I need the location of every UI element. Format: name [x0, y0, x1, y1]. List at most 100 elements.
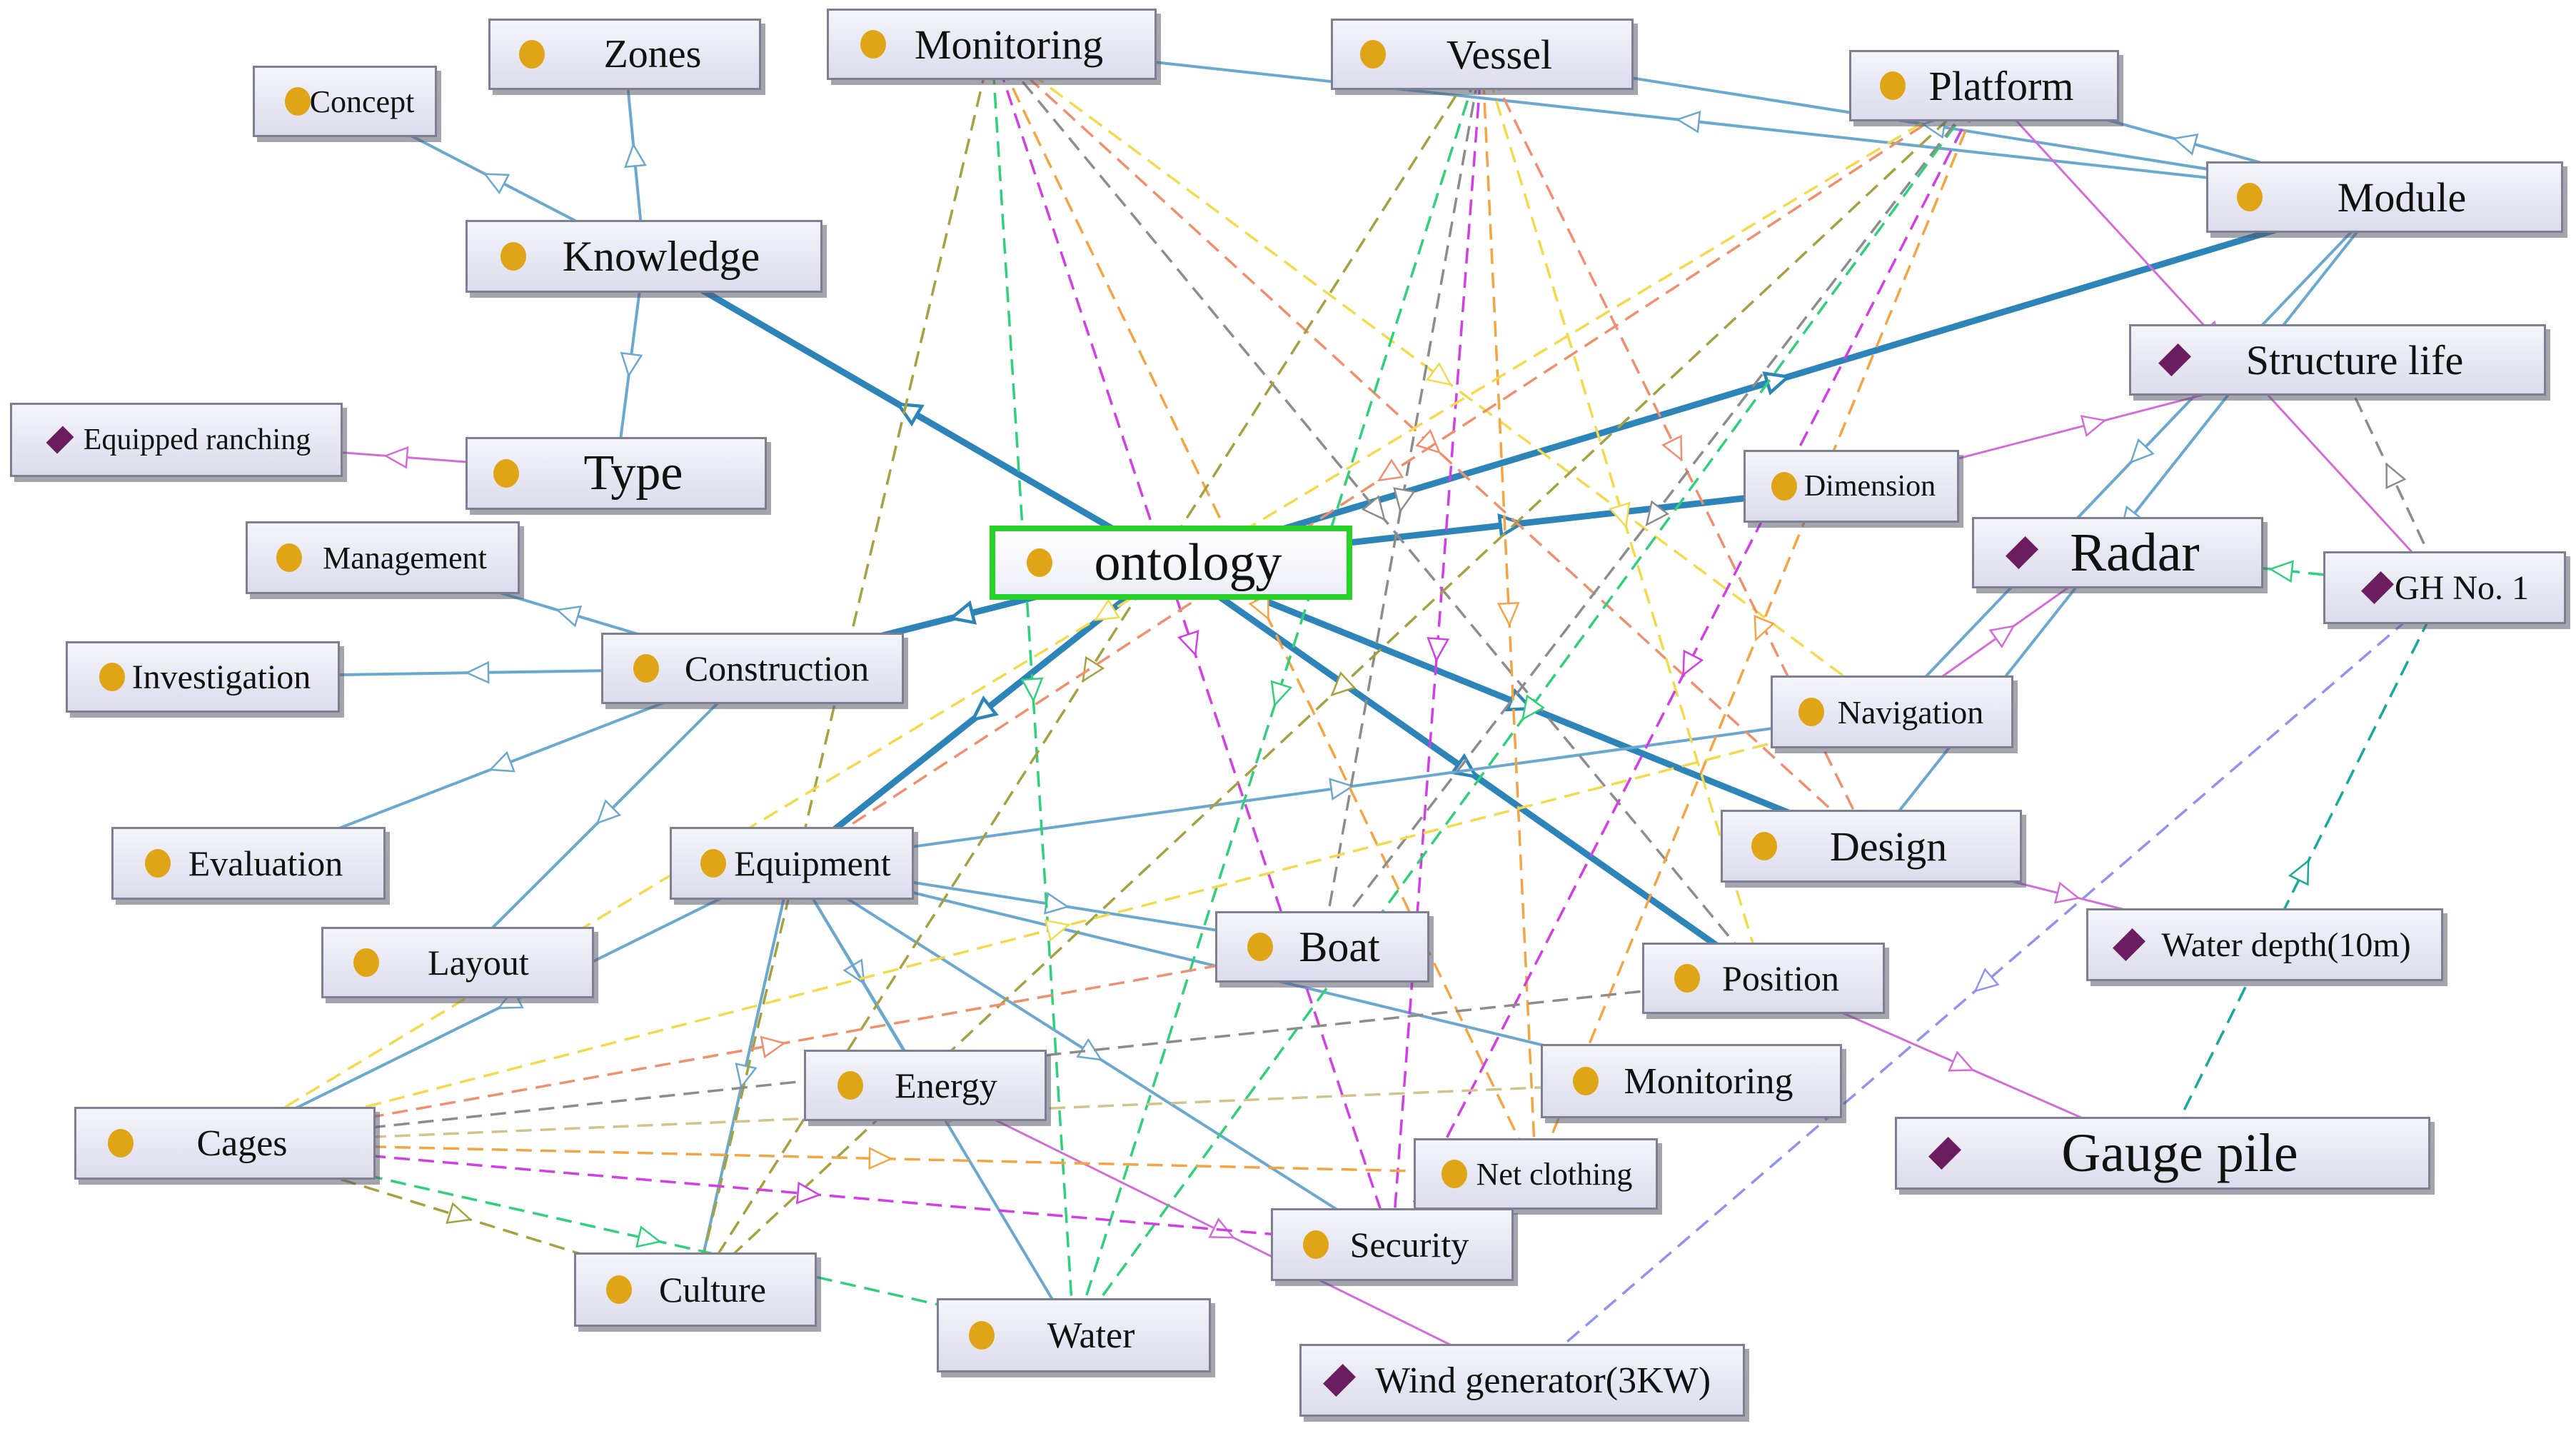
arrowhead-cages-net_clothing	[868, 1147, 893, 1170]
class-icon	[1771, 472, 1797, 501]
arrowhead-vessel-design	[1661, 434, 1683, 462]
class-icon	[99, 663, 125, 691]
arrowhead-vessel-net_clothing	[1496, 602, 1520, 627]
class-icon	[1751, 832, 1777, 860]
node-gh-no1[interactable]: GH No. 1	[2323, 551, 2566, 624]
class-icon	[1880, 71, 1906, 100]
node-label: Construction	[684, 648, 870, 688]
node-label: Zones	[603, 32, 702, 76]
node-water-depth[interactable]: Water depth(10m)	[2086, 908, 2443, 981]
node-navigation[interactable]: Navigation	[1771, 676, 2013, 748]
node-energy[interactable]: Energy	[804, 1050, 1047, 1121]
node-label: Investigation	[131, 658, 311, 696]
edge-vessel-water	[1072, 54, 1484, 1336]
node-zones[interactable]: Zones	[488, 19, 761, 90]
node-boat[interactable]: Boat	[1215, 911, 1429, 983]
node-vessel[interactable]: Vessel	[1331, 19, 1634, 90]
node-label: Navigation	[1837, 693, 1984, 730]
arrowhead-vessel-security	[1427, 637, 1450, 663]
node-equipment[interactable]: Equipment	[670, 827, 914, 900]
node-label: Security	[1349, 1225, 1469, 1265]
node-investigation[interactable]: Investigation	[66, 641, 340, 713]
node-gauge-pile[interactable]: Gauge pile	[1895, 1117, 2430, 1190]
node-layout[interactable]: Layout	[321, 927, 594, 998]
arrowhead-ontology-knowledge	[895, 402, 925, 427]
node-platform[interactable]: Platform	[1849, 50, 2119, 121]
node-label: Cages	[196, 1123, 288, 1164]
arrowhead-construction-layout	[595, 799, 622, 825]
node-radar[interactable]: Radar	[1972, 517, 2263, 588]
edge-vessel-boat	[1321, 54, 1484, 948]
edge-monitoring_top-net_clothing	[990, 44, 1537, 1175]
arrowhead-gauge_pile-gh_no1	[2288, 858, 2310, 886]
class-icon	[1798, 698, 1824, 726]
arrowhead-equipment-cages	[496, 988, 524, 1009]
arrowhead-monitoring_top-position	[1361, 495, 1386, 521]
node-management[interactable]: Management	[246, 521, 520, 594]
node-security[interactable]: Security	[1271, 1208, 1514, 1281]
arrowhead-platform-boat	[1645, 500, 1670, 527]
node-structure-life[interactable]: Structure life	[2129, 324, 2546, 396]
arrowhead-module-monitoring_top	[1675, 110, 1701, 134]
class-icon	[145, 849, 171, 878]
node-position[interactable]: Position	[1642, 943, 1885, 1014]
class-icon	[500, 242, 526, 271]
class-icon	[1027, 548, 1052, 577]
arrowhead-gh_no1-wind_generator	[1973, 968, 2000, 993]
node-design[interactable]: Design	[1721, 810, 2022, 883]
node-label: Radar	[2070, 522, 2200, 583]
edge-monitoring_top-position	[990, 43, 1765, 980]
node-label: Type	[583, 446, 683, 501]
node-label: Knowledge	[562, 232, 760, 280]
node-equipped-ranching[interactable]: Equipped ranching	[10, 403, 343, 477]
node-label: Wind generator(3KW)	[1374, 1360, 1711, 1401]
node-culture[interactable]: Culture	[574, 1252, 817, 1327]
class-icon	[285, 87, 311, 116]
node-module[interactable]: Module	[2206, 161, 2563, 233]
individual-icon	[46, 426, 74, 454]
node-type[interactable]: Type	[466, 437, 767, 510]
node-construction[interactable]: Construction	[601, 633, 904, 704]
node-net-clothing[interactable]: Net clothing	[1414, 1138, 1658, 1210]
class-icon	[969, 1321, 995, 1350]
node-concept[interactable]: Concept	[253, 66, 437, 137]
class-icon	[633, 654, 659, 683]
node-label: Layout	[428, 943, 529, 983]
arrowhead-navigation-radar	[1988, 625, 2016, 648]
arrowhead-vessel-boat	[1393, 487, 1416, 513]
individual-icon	[2113, 928, 2145, 961]
node-monitoring-top[interactable]: Monitoring	[827, 9, 1157, 80]
node-monitoring-bottom[interactable]: Monitoring	[1541, 1044, 1842, 1118]
arrowhead-cages-culture	[446, 1202, 473, 1224]
class-icon	[353, 948, 379, 977]
node-water[interactable]: Water	[937, 1298, 1211, 1372]
arrowhead-energy-wind_generator	[1208, 1217, 1236, 1239]
arrowhead-construction-investigation	[465, 661, 490, 684]
arrowhead-equipment-boat	[1043, 892, 1070, 915]
arrowhead-type-equipped_ranching	[383, 446, 409, 469]
arrowhead-monitoring_top-navigation	[1425, 361, 1452, 386]
arrowhead-dimension-structure_life	[2080, 415, 2107, 438]
arrowhead-vessel-culture	[1082, 656, 1105, 683]
node-dimension[interactable]: Dimension	[1744, 450, 1959, 523]
node-knowledge[interactable]: Knowledge	[466, 220, 822, 293]
arrowhead-platform-net_clothing	[1754, 614, 1775, 642]
node-ontology-root[interactable]: ontology	[990, 526, 1352, 600]
arrowhead-knowledge-concept	[483, 173, 510, 195]
node-label: Management	[323, 540, 487, 576]
node-evaluation[interactable]: Evaluation	[111, 827, 386, 900]
node-label: Concept	[309, 84, 415, 119]
node-cages[interactable]: Cages	[74, 1107, 376, 1180]
node-label: Position	[1722, 958, 1839, 998]
edge-vessel-position	[1481, 54, 1765, 979]
arrowhead-position-gauge_pile	[1948, 1050, 1975, 1072]
node-label: Net clothing	[1476, 1156, 1633, 1192]
class-icon	[2237, 183, 2263, 211]
node-label: ontology	[1094, 533, 1282, 592]
class-icon	[108, 1129, 134, 1158]
edge-platform-water	[1072, 84, 1986, 1337]
node-label: Water	[1047, 1315, 1135, 1356]
node-label: Culture	[659, 1270, 766, 1310]
node-wind-generator[interactable]: Wind generator(3KW)	[1299, 1344, 1745, 1417]
node-label: Energy	[895, 1065, 997, 1105]
